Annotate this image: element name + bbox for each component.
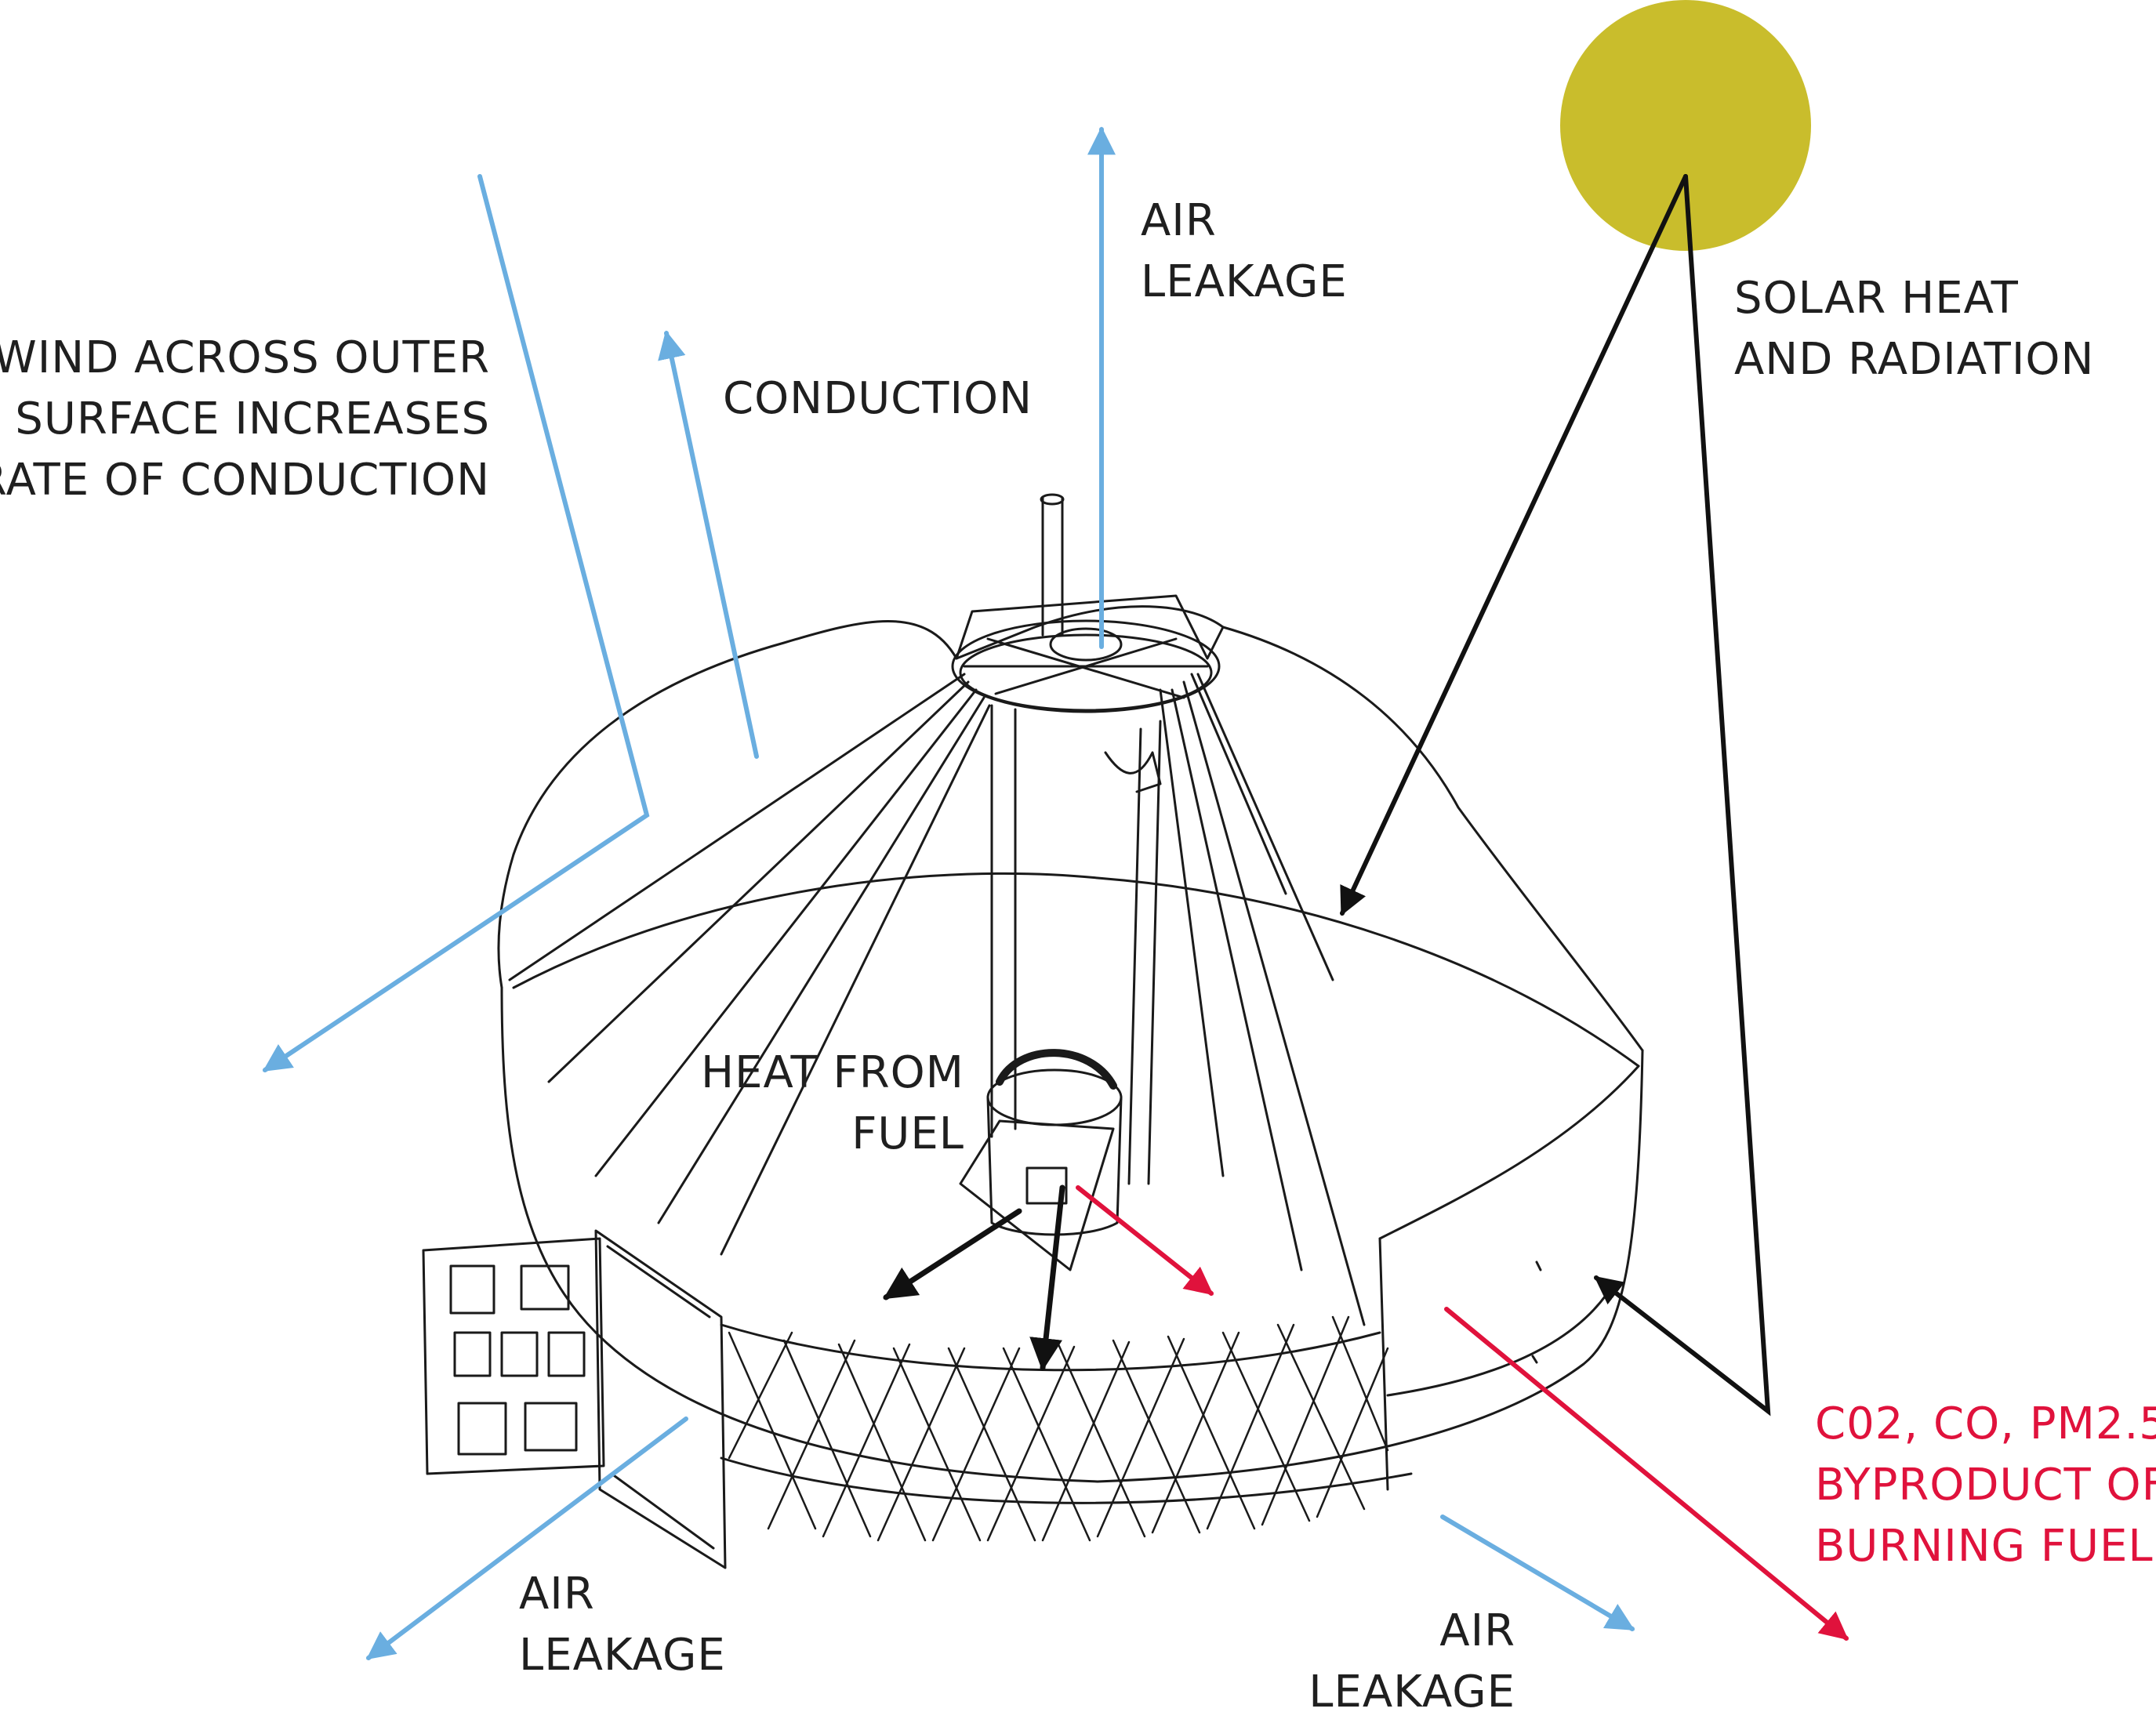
air-leakage-right-line2: LEAKAGE <box>1308 1662 1515 1723</box>
heat-from-fuel-line1: HEAT FROM <box>701 1043 964 1104</box>
conduction-text: CONDUCTION <box>723 368 1033 430</box>
wind-line1: WIND ACROSS OUTER <box>0 328 490 389</box>
air-leakage-left-label: AIR LEAKAGE <box>519 1564 726 1686</box>
conduction-label: CONDUCTION <box>723 368 1033 430</box>
wind-line3: RATE OF CONDUCTION <box>0 450 490 511</box>
heat-from-fuel-line2: FUEL <box>701 1104 964 1165</box>
yurt-roof <box>514 607 1642 1050</box>
byproduct-label: C02, CO, PM2.5 BYPRODUCT OF BURNING FUEL <box>1815 1394 2156 1577</box>
byproduct-line2: BYPRODUCT OF <box>1815 1455 2156 1516</box>
stove <box>960 1053 1121 1270</box>
byproduct-arrow-stove <box>1078 1188 1211 1293</box>
byproduct-arrow-out <box>1446 1309 1846 1638</box>
heat-arrow-left <box>886 1211 1019 1297</box>
air-leakage-top-line2: LEAKAGE <box>1141 252 1348 313</box>
solar-label: SOLAR HEAT AND RADIATION <box>1734 268 2094 390</box>
sun-icon <box>1560 0 1811 251</box>
air-leakage-top-line1: AIR <box>1141 190 1348 252</box>
solar-line1: SOLAR HEAT <box>1734 268 2094 329</box>
solar-arrow-roof <box>1342 176 1686 913</box>
air-leakage-top-label: AIR LEAKAGE <box>1141 190 1348 313</box>
wind-line2: SURFACE INCREASES <box>0 389 490 450</box>
wind-arrow <box>265 176 647 1070</box>
arrows <box>265 129 1846 1658</box>
wind-label: WIND ACROSS OUTER SURFACE INCREASES RATE… <box>0 328 490 511</box>
byproduct-line3: BURNING FUEL <box>1815 1516 2156 1577</box>
byproduct-line1: C02, CO, PM2.5 <box>1815 1394 2156 1455</box>
heat-arrow-down <box>1043 1188 1062 1368</box>
yurt-door <box>596 1231 725 1568</box>
air-leakage-right-line1: AIR <box>1308 1601 1515 1662</box>
air-leakage-left-line1: AIR <box>519 1564 726 1625</box>
solar-line2: AND RADIATION <box>1734 329 2094 390</box>
air-leakage-left-line2: LEAKAGE <box>519 1625 726 1686</box>
chimney-pipe <box>1043 498 1062 635</box>
heat-from-fuel-label: HEAT FROM FUEL <box>701 1043 964 1165</box>
